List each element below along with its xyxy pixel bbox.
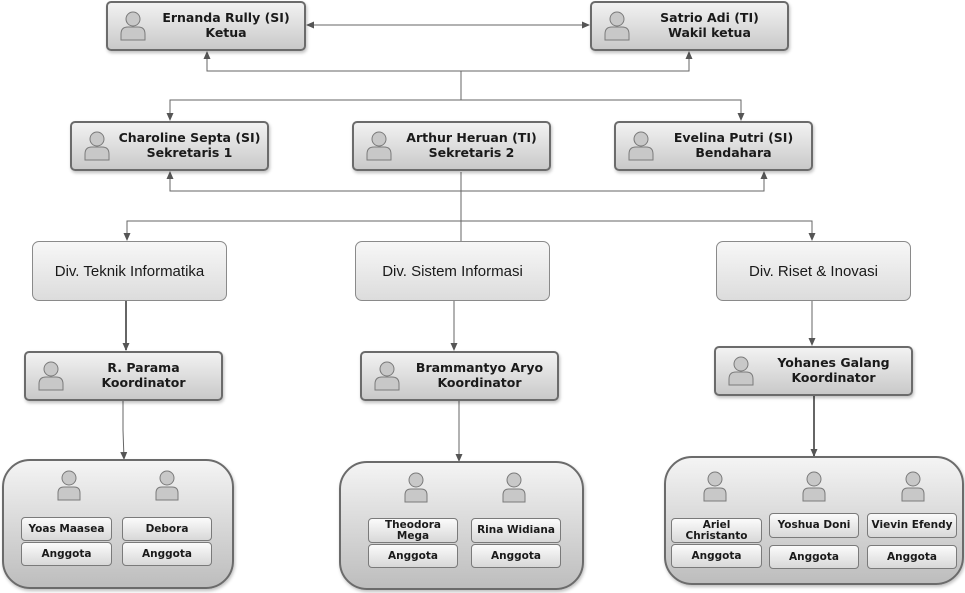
- bendahara-name: Evelina Putri (SI): [673, 130, 794, 145]
- wakil-name: Satrio Adi (TI): [660, 10, 759, 25]
- person-icon: [155, 470, 179, 501]
- person-icon: [374, 361, 400, 391]
- sekretaris1-node[interactable]: Charoline Septa (SI)Sekretaris 1: [70, 121, 269, 171]
- member-role: Anggota: [867, 545, 957, 569]
- members-ti-group: Yoas Maasea Anggota Debora Anggota: [2, 459, 234, 589]
- person-icon: [84, 131, 110, 161]
- member-name[interactable]: Debora: [122, 517, 212, 541]
- member-role: Anggota: [21, 542, 112, 566]
- sekretaris1-name: Charoline Septa (SI): [118, 130, 261, 145]
- member-name[interactable]: Vievin Efendy: [867, 513, 957, 538]
- member-role: Anggota: [122, 542, 212, 566]
- ketua-node[interactable]: Ernanda Rully (SI)Ketua: [106, 1, 306, 51]
- person-icon: [57, 470, 81, 501]
- person-icon: [802, 471, 826, 502]
- coordinator-ti-role: Koordinator: [101, 375, 186, 390]
- sekretaris2-name: Arthur Heruan (TI): [406, 130, 537, 145]
- members-si-group: Theodora Mega Anggota Rina Widiana Anggo…: [339, 461, 584, 590]
- member-name[interactable]: Ariel Christanto: [671, 518, 762, 543]
- person-icon: [366, 131, 392, 161]
- person-icon: [404, 472, 428, 503]
- person-icon: [628, 131, 654, 161]
- person-icon: [502, 472, 526, 503]
- division-ri-node[interactable]: Div. Riset & Inovasi: [716, 241, 911, 301]
- member-name[interactable]: Rina Widiana: [471, 518, 561, 543]
- coordinator-si-role: Koordinator: [437, 375, 522, 390]
- member-name[interactable]: Yoas Maasea: [21, 517, 112, 541]
- person-icon: [120, 11, 146, 41]
- division-ti-name: Div. Teknik Informatika: [54, 262, 205, 280]
- ketua-role: Ketua: [205, 25, 247, 40]
- person-icon: [38, 361, 64, 391]
- member-role: Anggota: [368, 544, 458, 568]
- wakil-node[interactable]: Satrio Adi (TI)Wakil ketua: [590, 1, 789, 51]
- person-icon: [604, 11, 630, 41]
- member-name[interactable]: Yoshua Doni: [769, 513, 859, 538]
- bendahara-role: Bendahara: [695, 145, 772, 160]
- person-icon: [901, 471, 925, 502]
- division-ti-node[interactable]: Div. Teknik Informatika: [32, 241, 227, 301]
- wakil-role: Wakil ketua: [668, 25, 751, 40]
- coordinator-ri-name: Yohanes Galang: [777, 355, 890, 370]
- bendahara-node[interactable]: Evelina Putri (SI)Bendahara: [614, 121, 813, 171]
- member-name[interactable]: Theodora Mega: [368, 518, 458, 543]
- division-ri-name: Div. Riset & Inovasi: [749, 262, 878, 280]
- sekretaris2-node[interactable]: Arthur Heruan (TI)Sekretaris 2: [352, 121, 551, 171]
- coordinator-ti-name: R. Parama: [107, 360, 180, 375]
- division-si-name: Div. Sistem Informasi: [382, 262, 523, 280]
- division-si-node[interactable]: Div. Sistem Informasi: [355, 241, 550, 301]
- member-role: Anggota: [671, 544, 762, 568]
- members-ri-group: Ariel Christanto Anggota Yoshua Doni Ang…: [664, 456, 964, 585]
- person-icon: [728, 356, 754, 386]
- ketua-name: Ernanda Rully (SI): [162, 10, 290, 25]
- sekretaris2-role: Sekretaris 2: [428, 145, 515, 160]
- coordinator-si-name: Brammantyo Aryo: [415, 360, 544, 375]
- member-role: Anggota: [471, 544, 561, 568]
- coordinator-ri-role: Koordinator: [791, 370, 876, 385]
- sekretaris1-role: Sekretaris 1: [146, 145, 233, 160]
- member-role: Anggota: [769, 545, 859, 569]
- person-icon: [703, 471, 727, 502]
